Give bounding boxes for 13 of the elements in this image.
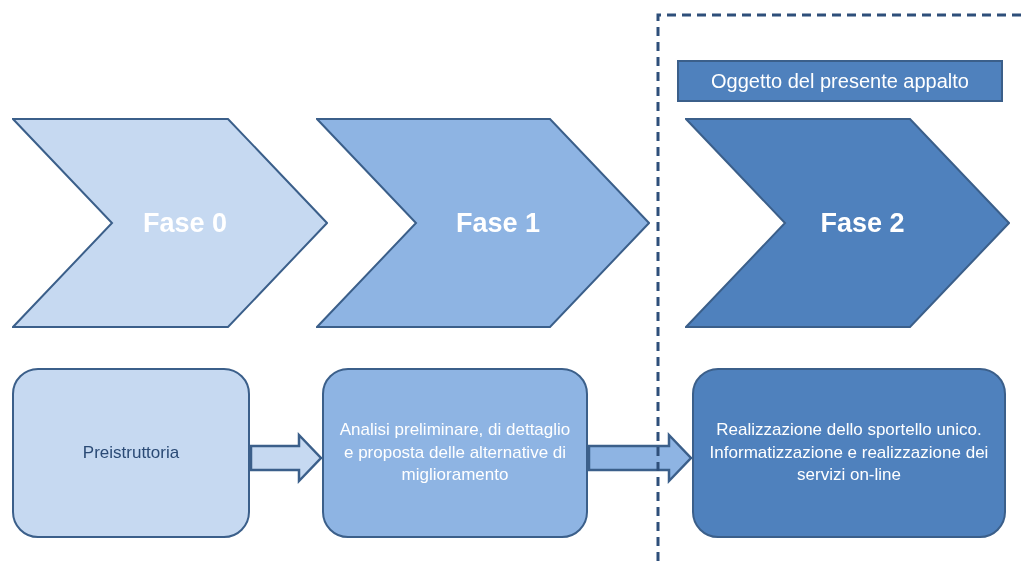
process-box	[322, 368, 588, 538]
phase-title: Fase 2	[819, 207, 906, 239]
process-box	[12, 368, 250, 538]
step-description: Preistruttoria	[81, 441, 181, 464]
step-description: Realizzazione dello sportello unico. Informatizzazione e realizzazione dei servizi on-line	[708, 418, 990, 487]
heading-box	[677, 60, 1003, 102]
block-arrow	[249, 431, 323, 485]
process-box	[692, 368, 1006, 538]
block-arrow	[587, 431, 693, 485]
heading-text: Oggetto del presente appalto	[710, 68, 970, 94]
phase-title: Fase 1	[454, 207, 542, 239]
phase-title: Fase 0	[141, 207, 229, 239]
step-description: Analisi preliminare, di dettaglio e proposta delle alternative di miglioramento	[338, 418, 572, 487]
